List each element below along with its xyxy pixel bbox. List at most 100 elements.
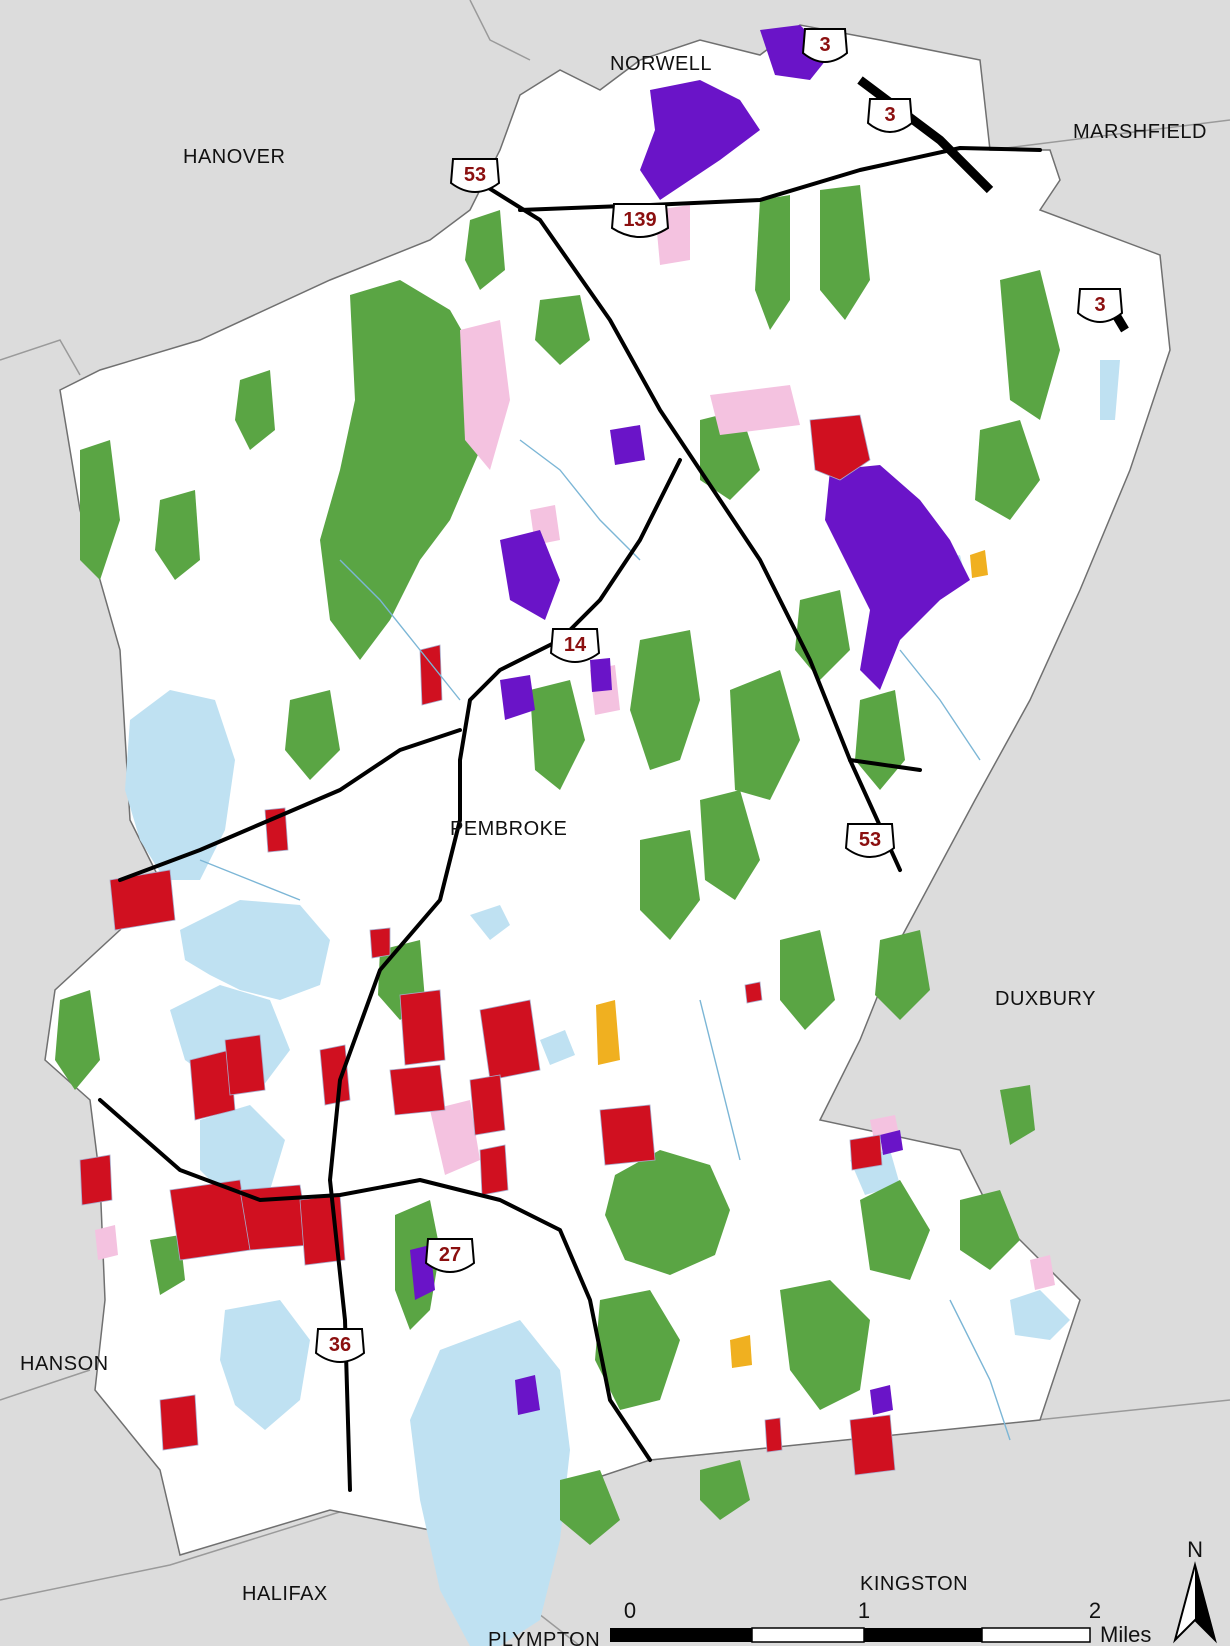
forest-patch: [700, 410, 760, 500]
lake-hobomock: [220, 1300, 310, 1430]
route-shield-label: 3: [1094, 294, 1105, 316]
forest-patch: [155, 490, 200, 580]
bog: [809, 414, 871, 481]
bog: [399, 989, 446, 1066]
scale-segment: [864, 1628, 982, 1642]
orange-landcover: [596, 550, 988, 1368]
route-shield-label: 14: [564, 634, 587, 656]
route-shield-label: 3: [884, 104, 895, 126]
town-label-norwell: NORWELL: [610, 53, 712, 75]
forest-patch: [630, 630, 700, 770]
route-shield-label: 53: [859, 829, 881, 851]
road-route-53: [458, 168, 902, 872]
streams: [199, 439, 1011, 1441]
forest-patch: [860, 1180, 930, 1280]
forest-patch: [285, 690, 340, 780]
town-label-halifax: HALIFAX: [242, 1583, 328, 1605]
forest-patch: [975, 420, 1040, 520]
town-label-plympton: PLYMPTON: [488, 1629, 600, 1646]
road-route-27: [98, 1098, 652, 1462]
scale-tick-1: 1: [858, 1598, 870, 1623]
forest-patch: [530, 680, 585, 790]
forest-patch: [780, 1280, 870, 1410]
route-shield-27: 27: [424, 1238, 476, 1273]
forest-patch: [755, 195, 790, 330]
scale-tick-0: 0: [624, 1598, 636, 1623]
route-shield-3: 3: [1076, 288, 1124, 323]
route-shield-36: 36: [314, 1328, 366, 1363]
forest-patch: [560, 1470, 620, 1545]
wetland-patch: [515, 1375, 540, 1415]
bog: [389, 1064, 446, 1116]
route-shield-label: 3: [819, 34, 830, 56]
bog: [479, 999, 541, 1081]
lake-furnace: [180, 900, 330, 1000]
forest-patch: [55, 990, 100, 1090]
forest-patch: [1000, 1085, 1035, 1145]
route-shield-14: 14: [549, 628, 601, 663]
scale-bar: 0 1 2 Miles: [610, 1598, 1151, 1646]
forest-patch: [960, 1190, 1020, 1270]
route-shield-label: 27: [439, 1244, 461, 1266]
wetland-north: [640, 80, 760, 200]
forest-patch: [465, 210, 505, 290]
route-shield-label: 36: [329, 1334, 351, 1356]
scale-tick-2: 2: [1089, 1598, 1101, 1623]
route-shield-53: 53: [844, 823, 896, 858]
town-label-kingston: KINGSTON: [860, 1573, 968, 1595]
bog: [419, 644, 443, 706]
route-shield-53: 53: [449, 158, 501, 193]
bog: [849, 1134, 883, 1171]
route-shields: 3 3 3 53 139 14 53 27: [314, 28, 1124, 1363]
wetland-river: [500, 530, 560, 620]
pond-small-1: [470, 905, 510, 940]
bog: [599, 1104, 656, 1166]
wetland-patch: [870, 1385, 893, 1415]
bog: [159, 1394, 199, 1451]
scale-unit: Miles: [1100, 1622, 1151, 1646]
bog: [319, 1044, 351, 1106]
bog: [109, 869, 176, 931]
route-shield-3: 3: [866, 98, 914, 133]
town-label-hanover: HANOVER: [183, 146, 285, 168]
lake-stetson: [200, 1105, 285, 1200]
bog: [469, 1074, 506, 1136]
route-shield-139: 139: [610, 203, 670, 238]
town-label-hanson: HANSON: [20, 1353, 109, 1375]
route-shield-3: 3: [801, 28, 849, 63]
road-east-stub: [848, 758, 922, 772]
scale-segment: [981, 1627, 1091, 1643]
cranberry-bogs: [79, 414, 896, 1476]
wetland-patch: [500, 675, 535, 720]
forest-patch: [595, 1290, 680, 1410]
north-arrow: N: [1173, 1537, 1217, 1644]
forest-patch: [820, 185, 870, 320]
lake-oldham: [125, 690, 235, 880]
forest-main-block: [320, 280, 490, 660]
bog: [189, 1049, 236, 1121]
bog: [479, 1144, 509, 1196]
road-west: [118, 728, 462, 882]
bog: [224, 1034, 266, 1096]
scale-segment: [751, 1627, 865, 1643]
bog: [849, 1414, 896, 1476]
forest-patch: [605, 1150, 730, 1275]
town-label-marshfield: MARSHFIELD: [1073, 121, 1207, 143]
route-shield-label: 139: [623, 209, 656, 231]
forest-patch: [640, 830, 700, 940]
wetland-large: [825, 465, 970, 690]
pond-small-5: [1010, 1290, 1070, 1340]
wetlands: [410, 25, 970, 1415]
forest-patch: [150, 1235, 185, 1295]
town-labels: PEMBROKE NORWELL HANOVER MARSHFIELD DUXB…: [20, 53, 1207, 1646]
forest-patch: [730, 670, 800, 800]
bog: [744, 981, 763, 1004]
bog: [79, 1154, 113, 1206]
bog: [764, 1417, 783, 1453]
route-shield-label: 53: [464, 164, 486, 186]
forest-patch: [80, 440, 120, 580]
town-label-duxbury: DUXBURY: [995, 988, 1096, 1010]
wetland-patch: [590, 658, 612, 692]
forest-patch: [780, 930, 835, 1030]
